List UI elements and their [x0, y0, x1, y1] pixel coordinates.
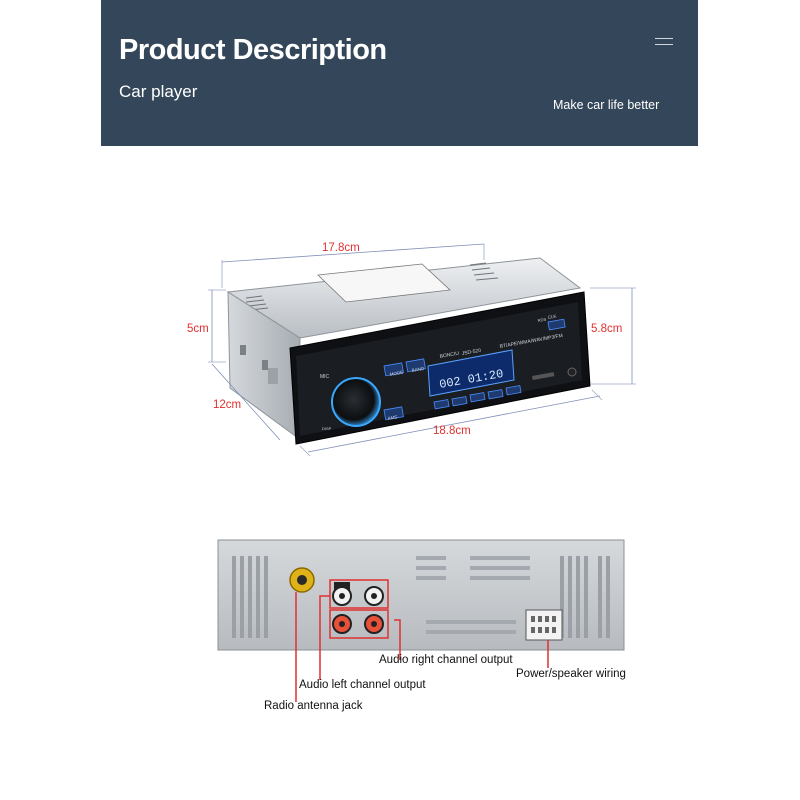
mode-button	[383, 362, 404, 377]
svg-text:BAND: BAND	[411, 366, 425, 373]
ams-button	[383, 406, 404, 421]
preset-button-1	[433, 399, 450, 410]
top-label	[317, 263, 451, 303]
svg-text:DISP: DISP	[322, 426, 332, 431]
svg-text:BONCIU: BONCIU	[439, 351, 460, 360]
preset-button-5	[505, 385, 522, 396]
usb-port	[531, 372, 555, 380]
slogan: Make car life better	[553, 98, 660, 112]
preset-button-2	[451, 396, 468, 407]
header-banner	[101, 0, 698, 146]
page-subtitle: Car player	[119, 82, 198, 101]
dim-width-bottom: 18.8cm	[433, 425, 471, 437]
callout-audio-right: Audio right channel output	[379, 654, 513, 666]
svg-text:CLK: CLK	[547, 314, 557, 320]
svg-text:AMS: AMS	[387, 414, 397, 421]
callout-audio-left: Audio left channel output	[299, 679, 426, 691]
preset-button-3	[469, 392, 486, 403]
dim-depth: 12cm	[213, 399, 242, 411]
page-title: Product Description	[119, 34, 387, 66]
power-connector	[525, 609, 563, 641]
preset-button-4	[487, 389, 504, 400]
lcd-display	[427, 349, 515, 397]
svg-text:RDS: RDS	[537, 317, 547, 323]
svg-text:MIC: MIC	[320, 374, 330, 380]
callout-power-wiring: Power/speaker wiring	[516, 668, 626, 680]
callout-antenna: Radio antenna jack	[264, 700, 363, 712]
svg-text:JSD-520: JSD-520	[461, 348, 481, 357]
svg-text:MODE: MODE	[389, 370, 403, 377]
aux-port	[567, 367, 577, 377]
volume-knob	[332, 378, 380, 426]
dim-width-top: 17.8cm	[322, 242, 360, 254]
dim-height-left: 5cm	[187, 323, 209, 335]
clk-button	[547, 318, 566, 331]
band-button	[405, 358, 426, 373]
hamburger-menu-icon[interactable]	[655, 38, 673, 46]
dim-height-right: 5.8cm	[591, 323, 623, 335]
